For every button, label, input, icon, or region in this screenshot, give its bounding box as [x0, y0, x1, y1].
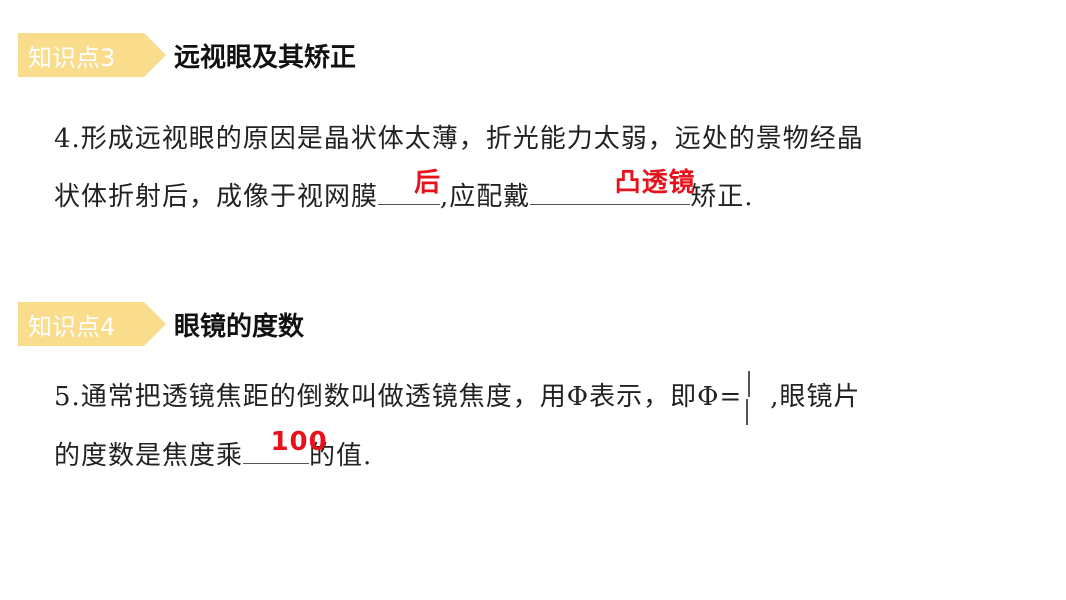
section-tag-3: 知识点3 — [18, 33, 166, 77]
question-4: 4.形成远视眼的原因是晶状体太薄，折光能力太弱，远处的景物经晶 状体折射后，成像… — [54, 110, 1034, 226]
answer-blank-2[interactable]: 凸透镜 — [530, 168, 695, 205]
answer-text-3: 100 — [270, 427, 328, 457]
section-header-4: 知识点4 眼镜的度数 — [18, 302, 304, 346]
answer-blank-1[interactable]: 后 — [378, 168, 440, 205]
section-title-3: 远视眼及其矫正 — [174, 42, 357, 73]
question-5-line-1: 5.通常把透镜焦距的倒数叫做透镜焦度，用Φ表示，即Φ=,眼镜片 — [54, 368, 1034, 427]
answer-blank-3[interactable]: 100 — [243, 427, 327, 464]
question-4-line-1: 4.形成远视眼的原因是晶状体太薄，折光能力太弱，远处的景物经晶 — [54, 124, 864, 154]
section-tag-label: 知识点3 — [28, 43, 116, 72]
answer-text-1: 后 — [414, 168, 442, 198]
section-title-4: 眼镜的度数 — [174, 311, 305, 342]
section-tag-label: 知识点4 — [28, 312, 116, 341]
section-header-3: 知识点3 远视眼及其矫正 — [18, 33, 356, 77]
question-4-line-2: 状体折射后，成像于视网膜后,应配戴凸透镜矫正. — [54, 168, 1034, 226]
formula-fraction — [742, 369, 770, 427]
section-tag-4: 知识点4 — [18, 302, 166, 346]
answer-text-2: 凸透镜 — [614, 168, 696, 198]
